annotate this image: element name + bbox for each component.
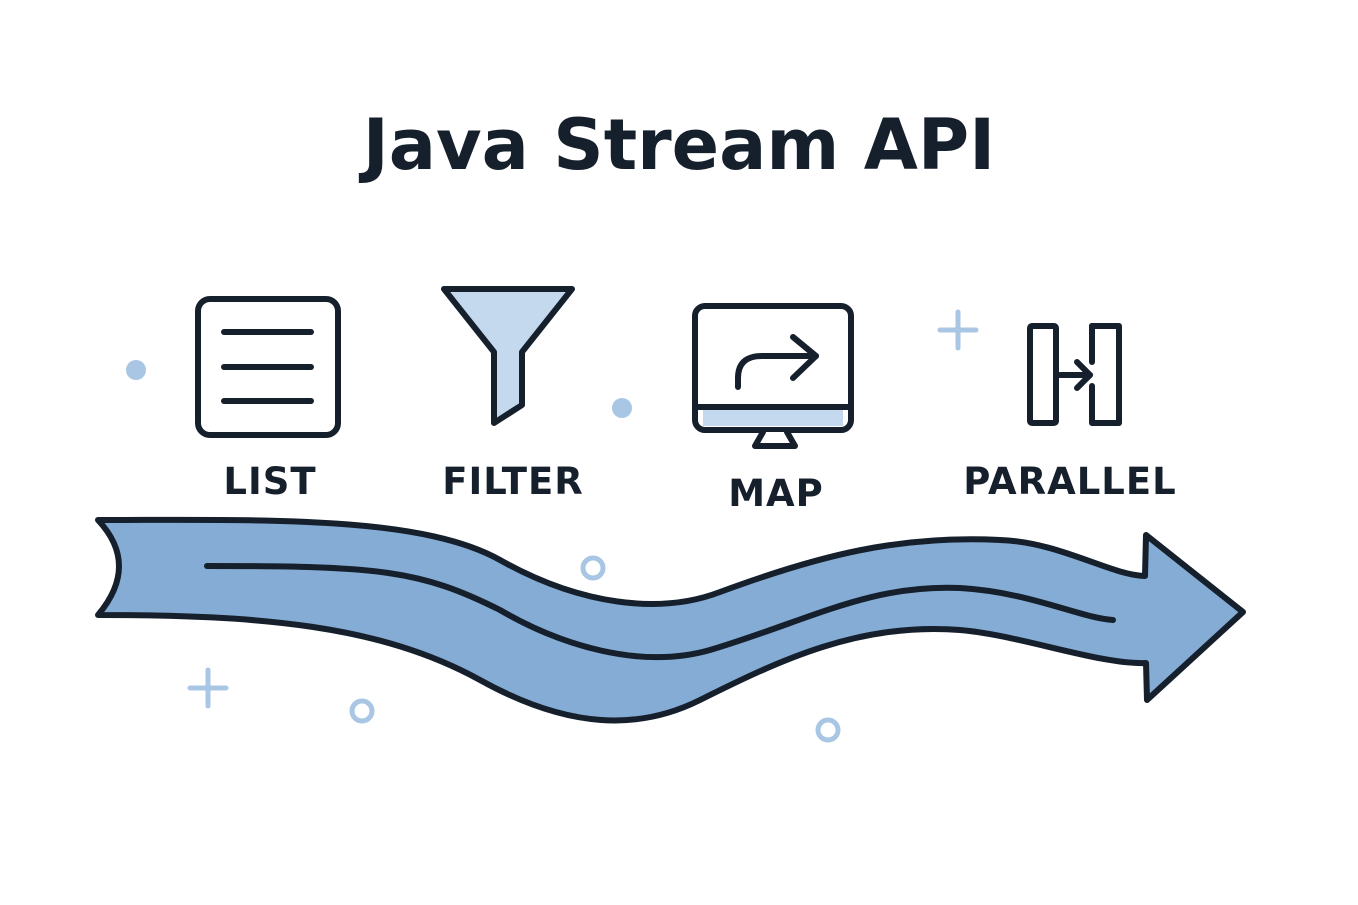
stream-arrow [95,516,1246,724]
monitor-arrow-icon [692,303,854,449]
decor-ring [815,717,841,743]
step-label-filter: FILTER [442,460,584,503]
step-label-list: LIST [223,460,317,503]
decor-plus [937,309,979,351]
decor-plus [187,667,229,709]
decor-ring [580,555,606,581]
parallel-icon [1027,323,1122,426]
decorations [126,309,979,743]
list-icon [195,296,341,438]
decor-ring [349,698,375,724]
decor-dot [126,360,146,380]
step-label-parallel: PARALLEL [963,460,1177,503]
funnel-icon [441,286,575,426]
step-label-map: MAP [728,472,824,515]
page-title: Java Stream API [362,104,996,186]
decor-dot [612,398,632,418]
